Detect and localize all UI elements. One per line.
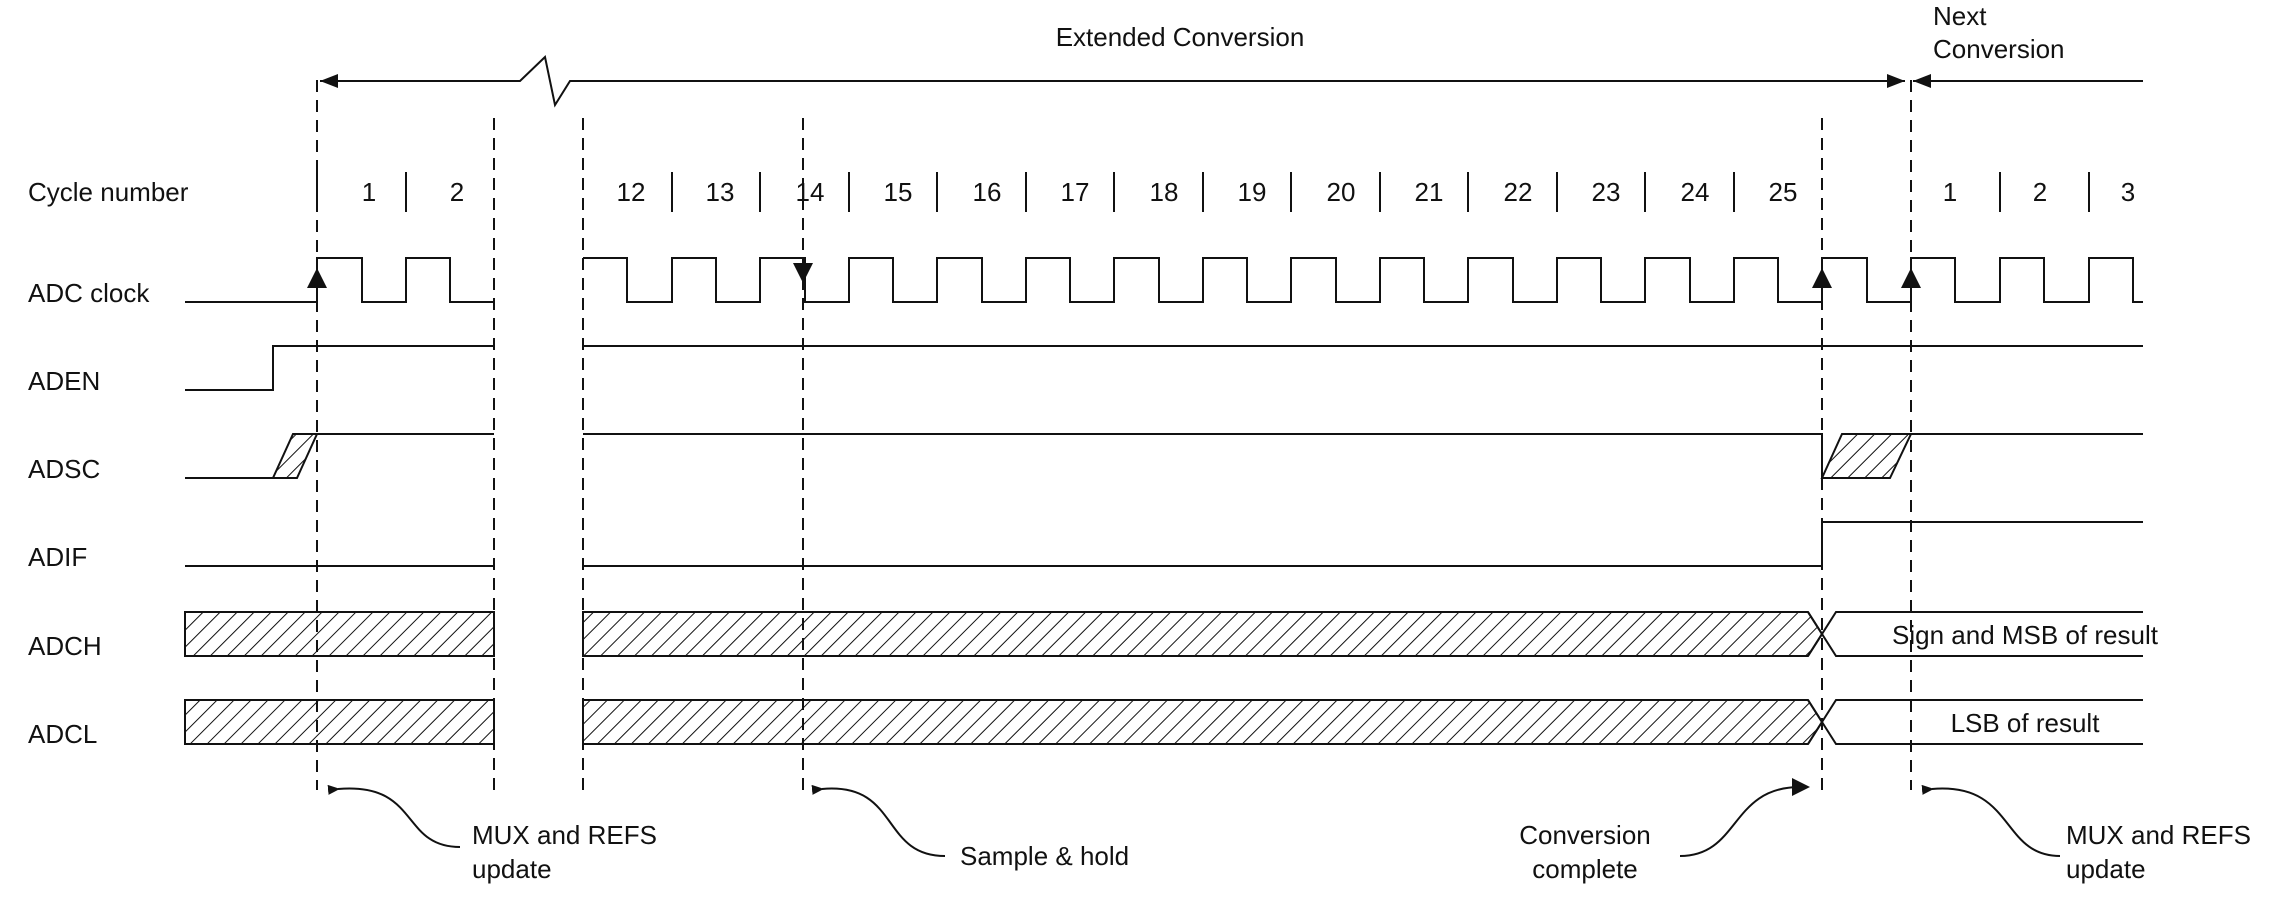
annotation-conversion-complete-line1: Conversion (1519, 820, 1651, 850)
adch-result-label: Sign and MSB of result (1892, 620, 2159, 650)
cycle-label: 24 (1681, 177, 1710, 207)
adc-clock-waveform (185, 257, 2143, 303)
signal-label-adsc: ADSC (28, 454, 100, 484)
cycle-label: 15 (884, 177, 913, 207)
cycle-label: 21 (1415, 177, 1444, 207)
annotation-mux-refs-update-1-line2: update (472, 854, 552, 884)
signal-label-cycle-number: Cycle number (28, 177, 189, 207)
adcl-result-label: LSB of result (1951, 708, 2101, 738)
cycle-label: 13 (706, 177, 735, 207)
annotation-mux-refs-update-2-line2: update (2066, 854, 2146, 884)
signal-label-adif: ADIF (28, 542, 87, 572)
adif-waveform (185, 521, 2143, 567)
cycle-label: 18 (1150, 177, 1179, 207)
cycle-label: 2 (450, 177, 464, 207)
cycle-label: 1 (1943, 177, 1957, 207)
cycle-label: 20 (1327, 177, 1356, 207)
clock-edge-arrow-up (1901, 268, 1921, 288)
cycle-label: 19 (1238, 177, 1267, 207)
extended-conversion-arrow (320, 55, 1905, 108)
aden-waveform (185, 345, 2143, 391)
annotation-arrows (327, 778, 2061, 857)
clock-edge-arrow-up (307, 268, 327, 288)
cycle-label: 22 (1504, 177, 1533, 207)
cycle-number-row: 1 2 12 13 14 15 16 17 18 19 20 21 22 23 … (316, 172, 2135, 212)
annotation-mux-refs-update-2-line1: MUX and REFS (2066, 820, 2251, 850)
next-conversion-title-line1: Next (1933, 1, 1987, 31)
adsc-waveform (185, 433, 2143, 479)
adch-bus (184, 611, 2143, 657)
cycle-label: 3 (2121, 177, 2135, 207)
timing-markers (316, 80, 1912, 790)
annotation-mux-refs-update-1-line1: MUX and REFS (472, 820, 657, 850)
next-conversion-arrow (1913, 74, 2143, 88)
cycle-label: 17 (1061, 177, 1090, 207)
cycle-label: 1 (362, 177, 376, 207)
annotation-sample-hold: Sample & hold (960, 841, 1129, 871)
signal-label-adc-clock: ADC clock (28, 278, 150, 308)
cycle-label: 2 (2033, 177, 2047, 207)
cycle-label: 23 (1592, 177, 1621, 207)
cycle-label: 25 (1769, 177, 1798, 207)
annotation-conversion-complete-line2: complete (1532, 854, 1638, 884)
signal-label-adcl: ADCL (28, 719, 97, 749)
timeline-break-marks (493, 118, 584, 790)
clock-edge-arrow-down (793, 263, 813, 283)
cycle-label: 14 (796, 177, 825, 207)
next-conversion-title-line2: Conversion (1933, 34, 2065, 64)
signal-label-aden: ADEN (28, 366, 100, 396)
cycle-label: 12 (617, 177, 646, 207)
adcl-bus (184, 699, 2143, 745)
extended-conversion-title: Extended Conversion (1056, 22, 1305, 52)
cycle-label: 16 (973, 177, 1002, 207)
signal-label-adch: ADCH (28, 631, 102, 661)
